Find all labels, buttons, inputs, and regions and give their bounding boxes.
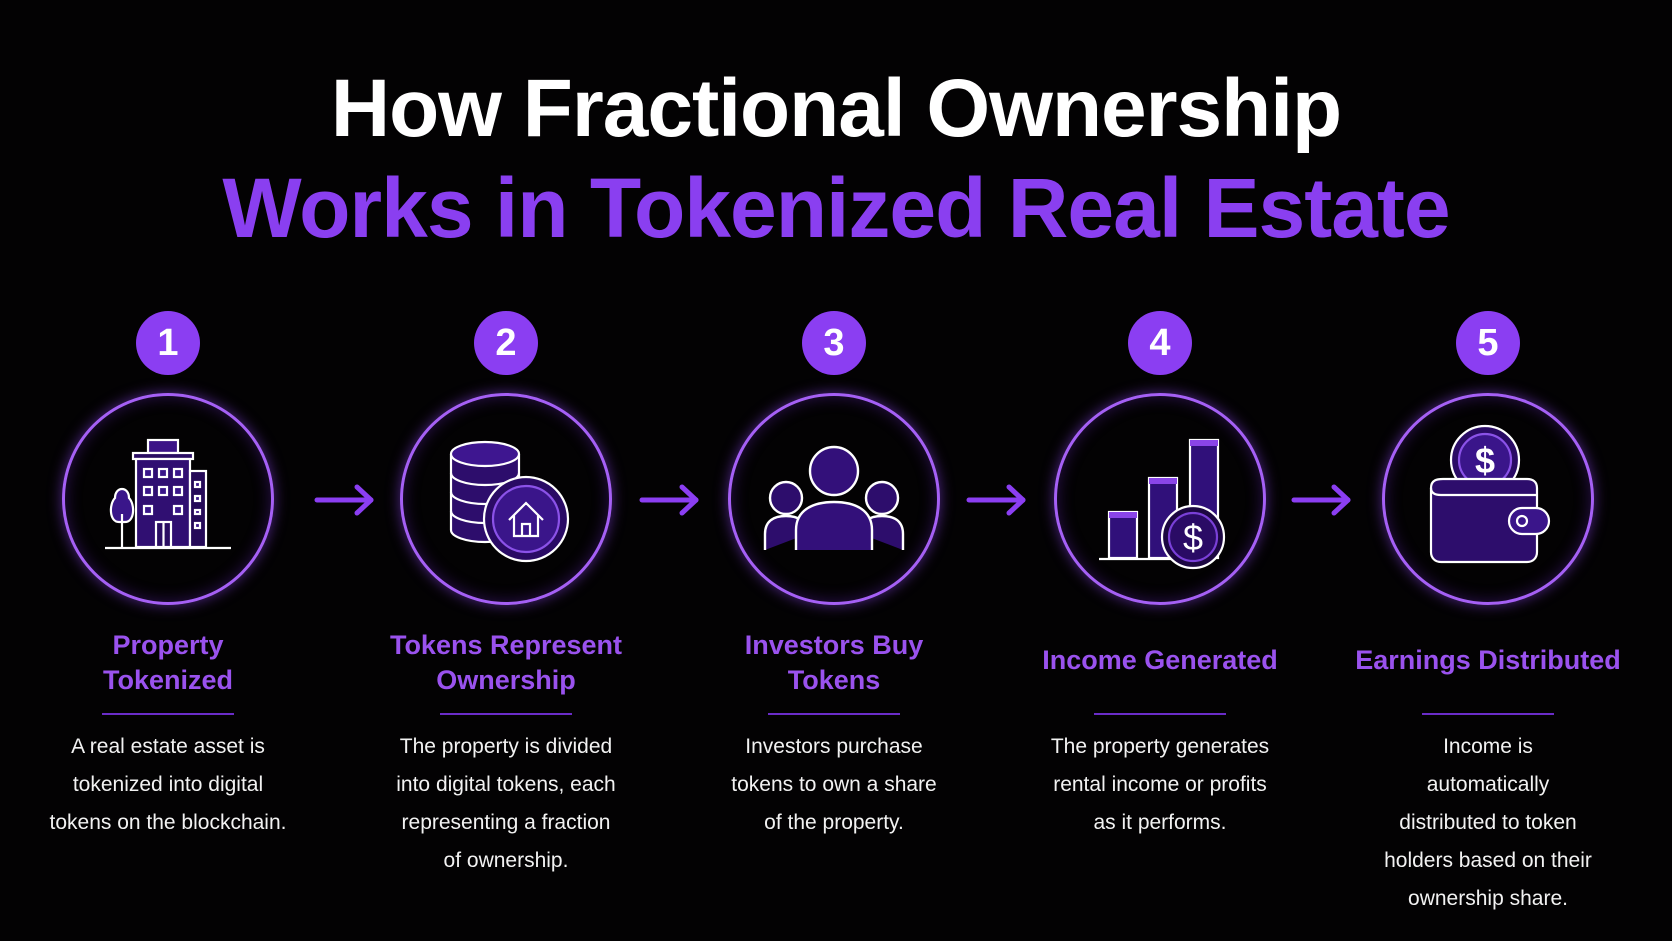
step-description: The property generates rental income or … [1050, 735, 1270, 834]
divider [440, 713, 572, 715]
arrow-right-icon [1291, 484, 1351, 516]
investors-group-icon [763, 445, 905, 550]
icon-ring: $ [1382, 393, 1594, 605]
divider [768, 713, 900, 715]
step-1: 1 Property Tokenized A real estate asset… [3, 0, 333, 941]
step-description: A real estate asset is tokenized into di… [49, 735, 287, 834]
arrow-right-icon [639, 484, 699, 516]
step-number-badge: 4 [1128, 311, 1192, 375]
step-number-badge: 2 [474, 311, 538, 375]
icon-ring [62, 393, 274, 605]
step-4: 4 $ Income Generated The property genera… [995, 0, 1325, 941]
step-description: The property is divided into digital tok… [396, 735, 616, 872]
income-chart-dollar-icon: $ [1099, 438, 1226, 570]
step-description: Income is automatically distributed to t… [1384, 735, 1592, 910]
step-heading: Earnings Distributed [1355, 645, 1621, 675]
svg-text:$: $ [1475, 440, 1495, 481]
arrow-right-icon [314, 484, 374, 516]
step-number-badge: 5 [1456, 311, 1520, 375]
step-5: 5 $ Earnings Distributed Income is autom… [1323, 0, 1653, 941]
svg-text:$: $ [1183, 517, 1203, 558]
title-line-2: Works in Tokenized Real Estate [222, 161, 1450, 255]
step-description: Investors purchase tokens to own a share… [731, 735, 937, 834]
arrow-right-icon [966, 484, 1026, 516]
wallet-dollar-icon: $ [1429, 424, 1551, 564]
building-icon [105, 438, 231, 550]
step-heading: Investors Buy Tokens [744, 630, 924, 695]
step-3: 3 Investors Buy Tokens Investors purchas… [669, 0, 999, 941]
divider [102, 713, 234, 715]
step-heading: Tokens Represent Ownership [389, 630, 623, 695]
step-2: 2 Tokens Represent Ownership The propert… [341, 0, 671, 941]
step-heading: Property Tokenized [102, 630, 234, 695]
step-heading: Income Generated [1042, 645, 1278, 675]
token-stack-house-icon [449, 440, 570, 563]
divider [1422, 713, 1554, 715]
icon-ring: $ [1054, 393, 1266, 605]
icon-ring [728, 393, 940, 605]
step-number-badge: 1 [136, 311, 200, 375]
divider [1094, 713, 1226, 715]
step-number-badge: 3 [802, 311, 866, 375]
icon-ring [400, 393, 612, 605]
title-line-1: How Fractional Ownership [330, 63, 1342, 154]
